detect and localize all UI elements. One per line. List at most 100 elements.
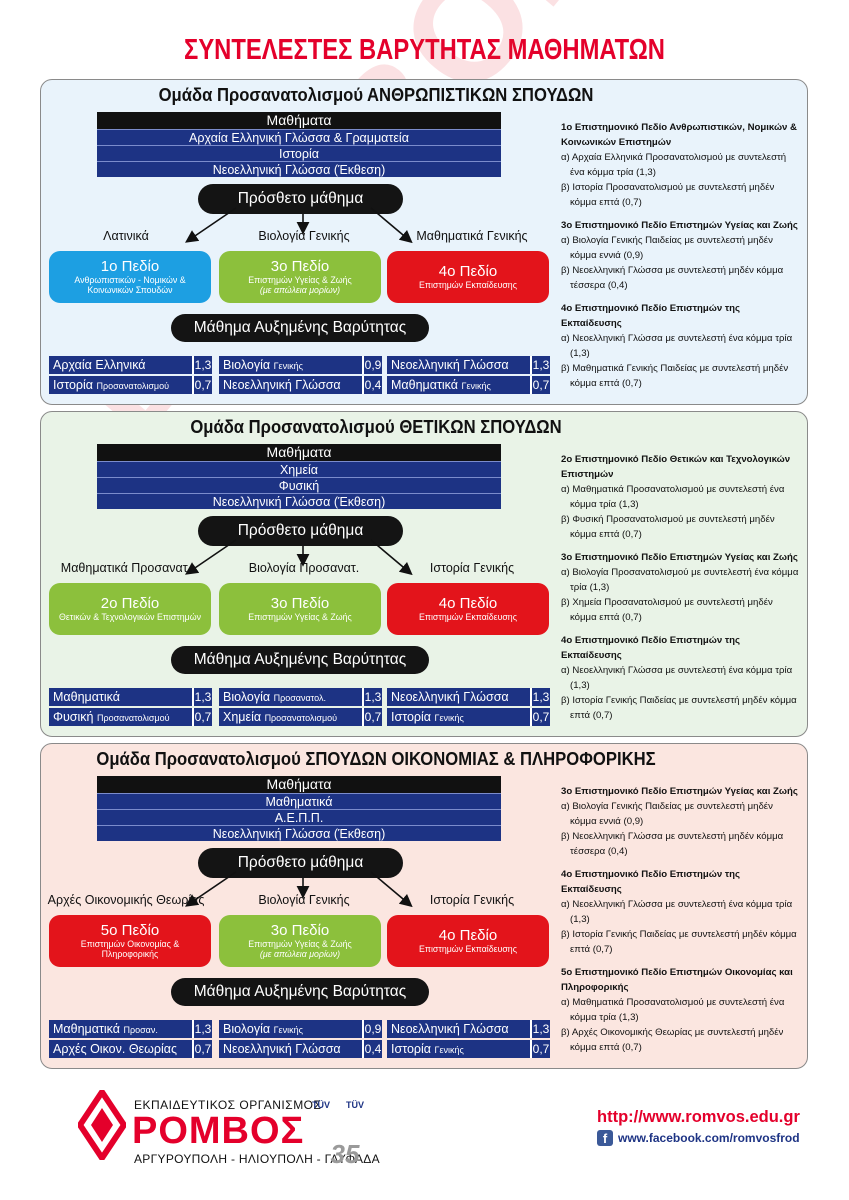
field-box: 3ο Πεδίο Επιστημών Υγείας & Ζωής (με απώ…	[219, 915, 381, 967]
field-box: 1ο Πεδίο Ανθρωπιστικών - Νομικών & Κοινω…	[49, 251, 211, 303]
weight-qualifier: Προσανατολισμού	[96, 381, 170, 391]
note-item: α) Νεοελληνική Γλώσσα με συντελεστή ένα …	[561, 899, 793, 925]
note-title: 1ο Επιστημονικό Πεδίο Ανθρωπιστικών, Νομ…	[561, 122, 797, 148]
note-title: 3ο Επιστημονικό Πεδίο Επιστημών Υγείας κ…	[561, 220, 798, 231]
weight-value: 0,9	[362, 1020, 382, 1038]
website-link[interactable]: http://www.romvos.edu.gr	[597, 1108, 800, 1126]
subjects-table: Μαθήματα Αρχαία Ελληνική Γλώσσα & Γραμμα…	[97, 112, 501, 177]
field-desc: Επιστημών Υγείας & Ζωής	[248, 611, 352, 622]
field-box: 2ο Πεδίο Θετικών & Τεχνολογικών Επιστημώ…	[49, 583, 211, 635]
facebook-url: www.facebook.com/romvosfrod	[618, 1131, 800, 1145]
subjects-header: Μαθήματα	[97, 444, 501, 461]
note-title: 2ο Επιστημονικό Πεδίο Θετικών και Τεχνολ…	[561, 454, 791, 480]
weight-row: Νεοελληνική Γλώσσα 1,3	[387, 356, 550, 374]
note-block: 1ο Επιστημονικό Πεδίο Ανθρωπιστικών, Νομ…	[561, 120, 801, 210]
field-desc: Θετικών & Τεχνολογικών Επιστημών	[59, 611, 201, 622]
extra-option: Βιολογία Προσανατ.	[248, 561, 360, 575]
section-title: Ομάδα Προσανατολισμού ΑΝΘΡΩΠΙΣΤΙΚΩΝ ΣΠΟΥ…	[158, 84, 594, 105]
note-block: 4ο Επιστημονικό Πεδίο Επιστημών της Εκπα…	[561, 301, 801, 391]
note-block: 3ο Επιστημονικό Πεδίο Επιστημών Υγείας κ…	[561, 550, 801, 625]
field-desc: Ανθρωπιστικών - Νομικών & Κοινωνικών Σπο…	[74, 274, 186, 296]
weights-table: Νεοελληνική Γλώσσα 1,3 Μαθηματικά Γενική…	[387, 356, 550, 396]
field-box: 4ο Πεδίο Επιστημών Εκπαίδευσης	[387, 915, 549, 967]
weight-value: 1,3	[362, 688, 382, 706]
weight-value: 0,7	[530, 708, 550, 726]
tuv-badge-icon: TÜV	[346, 1100, 364, 1110]
note-item: β) Ιστορία Προσανατολισμού με συντελεστή…	[561, 182, 775, 208]
subjects-header: Μαθήματα	[97, 112, 501, 129]
subject-row: Ιστορία	[97, 145, 501, 161]
note-title: 4ο Επιστημονικό Πεδίο Επιστημών της Εκπα…	[561, 303, 740, 329]
weight-row: Νεοελληνική Γλώσσα 0,4	[219, 376, 382, 394]
weight-subject: Ιστορία	[391, 710, 432, 724]
weight-subject: Αρχαία Ελληνικά	[53, 358, 146, 372]
notes-column: 3ο Επιστημονικό Πεδίο Επιστημών Υγείας κ…	[561, 784, 801, 1063]
note-block: 4ο Επιστημονικό Πεδίο Επιστημών της Εκπα…	[561, 633, 801, 723]
field-name: 3ο Πεδίο	[270, 921, 330, 939]
field-name: 4ο Πεδίο	[438, 926, 498, 944]
weight-subject: Νεοελληνική Γλώσσα	[223, 1042, 341, 1056]
note-item: β) Χημεία Προσανατολισμού με συντελεστή …	[561, 597, 773, 623]
field-name: 3ο Πεδίο	[270, 594, 330, 612]
extra-option: Μαθηματικά Προσανατ.	[60, 561, 192, 575]
weight-subject: Νεοελληνική Γλώσσα	[391, 1022, 509, 1036]
subjects-table: Μαθήματα Μαθηματικά Α.Ε.Π.Π. Νεοελληνική…	[97, 776, 501, 841]
extra-option: Βιολογία Γενικής	[258, 229, 350, 243]
subject-row: Μαθηματικά	[97, 793, 501, 809]
weight-subject: Μαθηματικά	[391, 378, 459, 392]
note-item: α) Βιολογία Προσανατολισμού με συντελεστ…	[561, 567, 799, 593]
extra-subject-pill: Πρόσθετο μάθημα	[198, 848, 403, 878]
note-item: α) Μαθηματικά Προσανατολισμού με συντελε…	[561, 997, 785, 1023]
weight-row: Νεοελληνική Γλώσσα 1,3	[387, 1020, 550, 1038]
weight-qualifier: Γενικής	[434, 1045, 464, 1055]
note-item: β) Μαθηματικά Γενικής Παιδείας με συντελ…	[561, 363, 789, 389]
anniversary-badge: 35	[330, 1139, 360, 1169]
weight-qualifier: Προσανατολ.	[273, 693, 326, 703]
field-desc: Επιστημών Εκπαίδευσης	[419, 943, 517, 954]
note-item: β) Νεοελληνική Γλώσσα με συντελεστή μηδέ…	[561, 831, 784, 857]
note-item: α) Αρχαία Ελληνικά Προσανατολισμού με συ…	[561, 152, 787, 178]
subjects-table: Μαθήματα Χημεία Φυσική Νεοελληνική Γλώσσ…	[97, 444, 501, 509]
weight-value: 1,3	[530, 688, 550, 706]
extra-option: Μαθηματικά Γενικής	[416, 229, 528, 243]
facebook-link[interactable]: f www.facebook.com/romvosfrod	[597, 1130, 800, 1146]
extra-subject-pill: Πρόσθετο μάθημα	[198, 516, 403, 546]
field-desc: Επιστημών Υγείας & Ζωής	[248, 274, 352, 285]
weight-value: 0,7	[192, 708, 212, 726]
weight-qualifier: Γενικής	[434, 713, 464, 723]
field-box: 3ο Πεδίο Επιστημών Υγείας & Ζωής	[219, 583, 381, 635]
certification-badges: TÜV TÜV 35	[312, 1100, 378, 1180]
extra-option: Ιστορία Γενικής	[429, 561, 515, 575]
note-title: 3ο Επιστημονικό Πεδίο Επιστημών Υγείας κ…	[561, 786, 798, 797]
subjects-header: Μαθήματα	[97, 776, 501, 793]
note-block: 5ο Επιστημονικό Πεδίο Επιστημών Οικονομί…	[561, 965, 801, 1055]
section-humanities: Ομάδα Προσανατολισμού ΑΝΘΡΩΠΙΣΤΙΚΩΝ ΣΠΟΥ…	[40, 79, 808, 405]
section-sciences: Ομάδα Προσανατολισμού ΘΕΤΙΚΩΝ ΣΠΟΥΔΩΝ Μα…	[40, 411, 808, 737]
note-block: 2ο Επιστημονικό Πεδίο Θετικών και Τεχνολ…	[561, 452, 801, 542]
note-item: α) Νεοελληνική Γλώσσα με συντελεστή ένα …	[561, 665, 793, 691]
field-note: (με απώλεια μορίων)	[259, 285, 341, 295]
weight-qualifier: Προσαν.	[123, 1025, 158, 1035]
weight-row: Αρχαία Ελληνικά 1,3	[49, 356, 212, 374]
field-name: 4ο Πεδίο	[438, 262, 498, 280]
org-name: ΡΟΜΒΟΣ	[132, 1110, 305, 1152]
weight-subject: Νεοελληνική Γλώσσα	[391, 358, 509, 372]
weight-subject: Νεοελληνική Γλώσσα	[391, 690, 509, 704]
field-name: 1ο Πεδίο	[100, 257, 160, 275]
field-desc: Επιστημών Υγείας & Ζωής	[248, 938, 352, 949]
note-item: β) Ιστορία Γενικής Παιδείας με συντελεστ…	[561, 695, 797, 721]
weight-subject: Βιολογία	[223, 358, 271, 372]
subject-row: Α.Ε.Π.Π.	[97, 809, 501, 825]
subject-row: Νεοελληνική Γλώσσα (Έκθεση)	[97, 493, 501, 509]
extra-option: Ιστορία Γενικής	[429, 893, 515, 907]
weight-subject: Ιστορία	[53, 378, 94, 392]
field-box: 3ο Πεδίο Επιστημών Υγείας & Ζωής (με απώ…	[219, 251, 381, 303]
weight-value: 0,4	[362, 376, 382, 394]
weight-row: Βιολογία Προσανατολ.1,3	[219, 688, 382, 706]
org-label: ΕΚΠΑΙΔΕΥΤΙΚΟΣ ΟΡΓΑΝΙΣΜΟΣ	[134, 1098, 322, 1112]
